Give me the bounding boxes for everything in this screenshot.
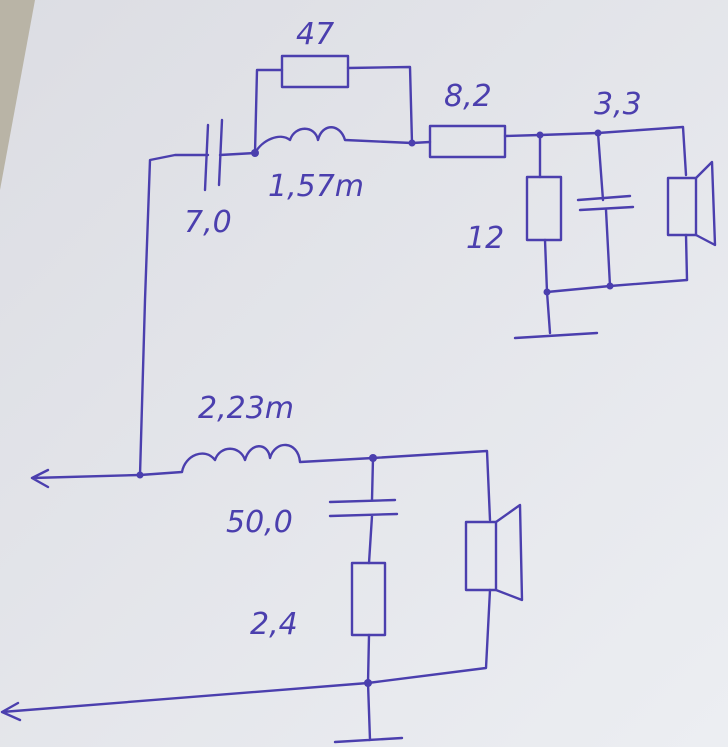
- label-2-23m: 2,23m: [198, 391, 294, 426]
- capacitor-3-3: [576, 131, 635, 288]
- capacitor-7-0: [203, 118, 257, 192]
- label-47: 47: [296, 17, 334, 52]
- capacitor-50-0: [328, 456, 399, 565]
- label-12: 12: [466, 221, 504, 256]
- label-7-0: 7,0: [184, 205, 232, 240]
- tweeter-branch: [138, 54, 717, 477]
- label-8-2: 8,2: [444, 79, 492, 114]
- label-3-3: 3,3: [594, 87, 642, 122]
- desk-edge: [0, 0, 35, 190]
- label-1-57m: 1,57m: [268, 169, 364, 204]
- woofer-feed-wire: [371, 449, 492, 522]
- resistor-47-wires: [253, 65, 414, 155]
- resistor-47: [280, 54, 350, 89]
- inductor-2-23m: [138, 443, 375, 477]
- label-2-4: 2,4: [250, 607, 298, 642]
- shunt-resistor-wires: [538, 133, 549, 294]
- tweeter-speaker-icon: [666, 160, 717, 282]
- woofer-branch: [0, 443, 524, 744]
- feed-wire: [138, 153, 210, 477]
- input-positive-arrow: [30, 468, 142, 489]
- resistor-12: [525, 175, 563, 242]
- input-negative-arrow: [0, 681, 370, 722]
- woofer-speaker-icon: [464, 503, 524, 602]
- label-50-0: 50,0: [226, 505, 293, 540]
- inductor-1-57m: [253, 126, 414, 155]
- resistor-8-2: [428, 124, 507, 159]
